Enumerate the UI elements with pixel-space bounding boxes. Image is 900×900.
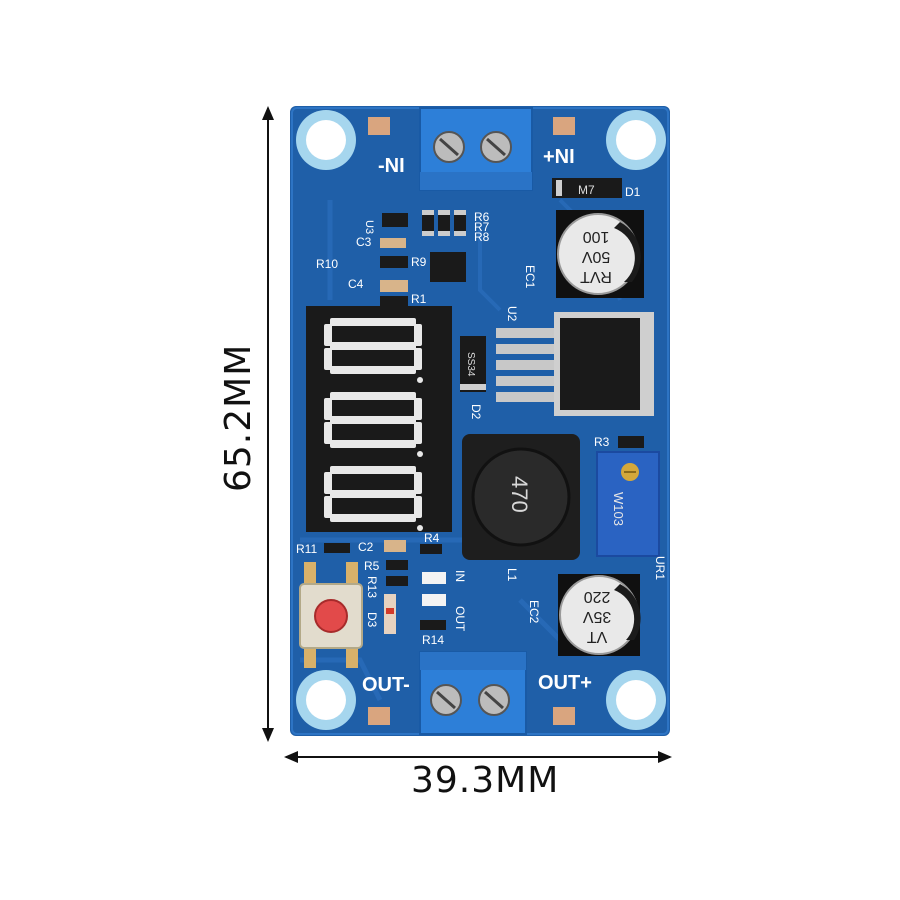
r7-ref: R7 [474,220,490,234]
push-button-cap[interactable] [314,599,348,633]
r8-ref: R8 [474,230,490,244]
trimmer-value: W103 [611,492,626,526]
regulator-u2-ref: U2 [505,306,519,322]
width-dimension-line [284,751,672,763]
mounting-hole-bottom-right [606,670,666,730]
resistor-r3 [618,436,644,448]
input-terminal-block [419,107,533,191]
diode-d2: SS34 D2 [460,336,486,420]
capacitor-ec1-ref: EC1 [523,265,537,289]
capacitor-ec1-line3: RVT [580,268,612,285]
mounting-hole-top-right [606,110,666,170]
solder-pad [553,117,575,135]
mounting-hole-top-left [296,110,356,170]
capacitor-ec2-ref: EC2 [527,600,541,624]
in-led-label: IN [453,570,467,582]
trimmer-potentiometer: W103 UR1 [596,451,667,580]
r5-ref: R5 [364,559,380,573]
c3-ref: C3 [356,235,372,249]
solder-pad [368,117,390,135]
input-plus-label: +NI [543,146,575,168]
diode-d2-ref: D2 [469,404,483,420]
r3-ref: R3 [594,435,610,449]
display-digit [324,318,423,383]
r11-ref: R11 [296,542,317,556]
capacitor-ec2-line1: 220 [584,588,611,605]
solder-pad [368,707,390,725]
r9-ref: R9 [411,255,427,269]
output-terminal-block [419,651,527,735]
mounting-hole-bottom-left [296,670,356,730]
diode-d1: M7 D1 [552,178,641,199]
r6-ref: R6 [474,210,490,224]
capacitor-ec1-line2: 50V [581,248,610,265]
diode-d2-marking: SS34 [465,352,476,377]
push-button[interactable] [299,562,363,668]
output-minus-label: OUT- [362,674,410,696]
r13-ref: R13 [365,576,379,598]
diode-d1-ref: D1 [625,185,641,199]
u3-ref: U3 [363,220,375,234]
capacitor-ec1: RVT 50V 100 EC1 [523,210,644,298]
u3-chip: U3 [363,213,408,234]
smd-components-bottom [324,540,446,634]
capacitor-ec2-line3: VT [587,628,608,645]
capacitor-ec2-line2: 35V [582,608,611,625]
c4-ref: C4 [348,277,364,291]
inductor-l1-ref: L1 [505,568,519,582]
diode-d3-ref: D3 [365,612,379,628]
height-dimension-label: 65.2MM [218,343,259,492]
regulator-u2: U2 [496,306,654,416]
c2-ref: C2 [358,540,374,554]
capacitor-ec2: VT 35V 220 EC2 [527,574,641,656]
r14-ref: R14 [422,633,444,647]
smd-components-top [380,210,466,306]
capacitor-ec1-line1: 100 [583,228,610,245]
solder-pad [553,707,575,725]
seven-segment-display [306,306,452,532]
r1-ref: R1 [411,292,427,306]
width-dimension-label: 39.3MM [411,760,560,801]
inductor-l1: 470 L1 [462,434,580,582]
display-digit [324,466,423,531]
r10-ref: R10 [316,257,338,271]
input-minus-label: -NI [378,155,405,177]
r4-ref: R4 [424,531,440,545]
height-dimension-line [262,106,274,742]
trimmer-ref: UR1 [653,556,667,580]
inductor-l1-value: 470 [507,476,532,513]
display-digit [324,392,423,457]
diode-d1-marking: M7 [578,183,595,197]
out-led-label: OUT [453,606,467,632]
output-plus-label: OUT+ [538,672,592,694]
